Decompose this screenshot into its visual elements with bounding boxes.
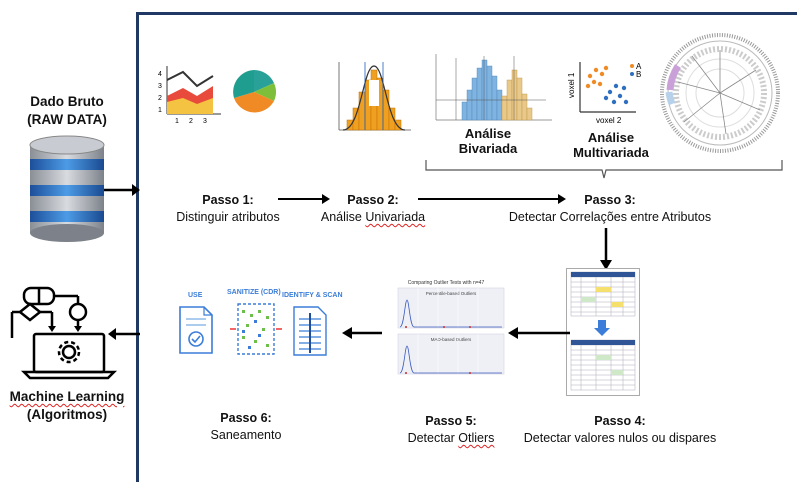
step-4-desc: Detectar valores nulos ou dispares <box>523 431 717 445</box>
step-2-desc: Análise Univariada <box>313 210 433 224</box>
step-3-title: Passo 3: <box>584 193 636 207</box>
scatter-legend-a: A <box>636 62 642 71</box>
multivariate-caption: Análise Multivariada <box>566 130 656 160</box>
step-2-desc-a: Análise <box>320 210 366 224</box>
use-heading: USE <box>188 292 203 299</box>
outlier-chart-icon: Comparing Outlier Tests with n=47 Percen… <box>397 280 505 375</box>
step-3: Passo 3: Detectar Correlações entre Atri… <box>500 193 720 224</box>
pie-chart-icon <box>233 70 276 113</box>
line-chart-icon: 4 3 2 1 1 2 3 <box>158 66 221 124</box>
line-chart-ytick-1: 1 <box>158 107 162 114</box>
arrow-step5-step6 <box>342 327 382 339</box>
step-5-title: Passo 5: <box>425 414 477 428</box>
step-4-title: Passo 4: <box>594 414 646 428</box>
scatter-plot-icon: A B voxel 1 voxel 2 <box>567 62 642 125</box>
line-chart-xtick-2: 2 <box>189 118 193 124</box>
step-4: Passo 4: Detectar valores nulos ou dispa… <box>510 414 730 445</box>
arrow-to-process <box>104 184 140 196</box>
identify-heading: IDENTIFY & SCAN <box>282 292 343 299</box>
bivariate-caption-2: Bivariada <box>458 141 518 156</box>
bivariate-caption: Análise Bivariada <box>448 126 528 156</box>
ml-label: Machine Learning (Algoritmos) <box>2 388 132 424</box>
raw-data-label: Dado Bruto (RAW DATA) <box>12 93 122 129</box>
multivariate-caption-2: Multivariada <box>573 145 649 160</box>
sanitize-document-icon <box>230 303 282 355</box>
arrow-step1-step2 <box>278 194 330 204</box>
bivariate-histogram-icon <box>435 54 552 121</box>
sanitize-heading: SANITIZE (CDR) <box>227 289 281 296</box>
document-check-icon <box>179 306 213 354</box>
database-icon <box>29 135 105 242</box>
null-values-table-icon <box>566 268 640 396</box>
bivariate-caption-1: Análise <box>464 126 512 141</box>
step-3-desc: Detectar Correlações entre Atributos <box>508 210 712 224</box>
arrow-step3-step4 <box>600 228 612 270</box>
step-6: Passo 6: Saneamento <box>186 411 306 442</box>
step-1-title: Passo 1: <box>202 193 254 207</box>
circular-tree-icon <box>660 33 780 153</box>
step-1: Passo 1: Distinguir atributos <box>168 193 288 224</box>
scatter-xlabel: voxel 2 <box>596 116 622 125</box>
outlier-top-label: Percentile-based Outliers <box>426 291 477 296</box>
step-6-desc: Saneamento <box>210 428 282 442</box>
line-chart-ytick-4: 4 <box>158 71 162 78</box>
arrow-to-ml <box>108 328 140 340</box>
step-5-desc-b: Otliers <box>458 431 495 445</box>
outlier-chart-title: Comparing Outlier Tests with n=47 <box>408 280 485 286</box>
step-2-desc-b: Univariada <box>365 210 426 224</box>
raw-data-subtitle: (RAW DATA) <box>27 112 107 127</box>
arrow-step2-step3 <box>418 194 566 204</box>
arrow-step4-step5 <box>508 327 570 339</box>
line-chart-xtick-1: 1 <box>175 118 179 124</box>
line-chart-xtick-3: 3 <box>203 118 207 124</box>
ml-subtitle: (Algoritmos) <box>26 407 108 422</box>
step-5-desc: Detectar Otliers <box>391 431 511 445</box>
line-chart-ytick-2: 2 <box>158 95 162 102</box>
multivariate-caption-1: Análise <box>587 130 635 145</box>
identify-scan-icon <box>293 306 327 356</box>
ml-title: Machine Learning <box>2 388 132 406</box>
diagram-frame <box>136 12 797 482</box>
step-2-title: Passo 2: <box>347 193 399 207</box>
machine-learning-icon <box>10 286 118 380</box>
step-5-desc-a: Detectar <box>407 431 459 445</box>
outlier-bottom-label: MAD-based Outliers <box>431 337 472 342</box>
raw-data-title: Dado Bruto <box>30 94 104 109</box>
step-5: Passo 5: Detectar Otliers <box>391 414 511 445</box>
ml-title-text: Machine Learning <box>9 389 125 404</box>
histogram-icon <box>338 62 411 131</box>
scatter-ylabel: voxel 1 <box>567 72 576 98</box>
step-2: Passo 2: Análise Univariada <box>313 193 433 224</box>
scatter-legend-b: B <box>636 70 641 79</box>
analysis-bracket <box>425 160 783 179</box>
step-1-desc: Distinguir atributos <box>176 210 280 224</box>
step-6-title: Passo 6: <box>220 411 272 425</box>
line-chart-ytick-3: 3 <box>158 83 162 90</box>
